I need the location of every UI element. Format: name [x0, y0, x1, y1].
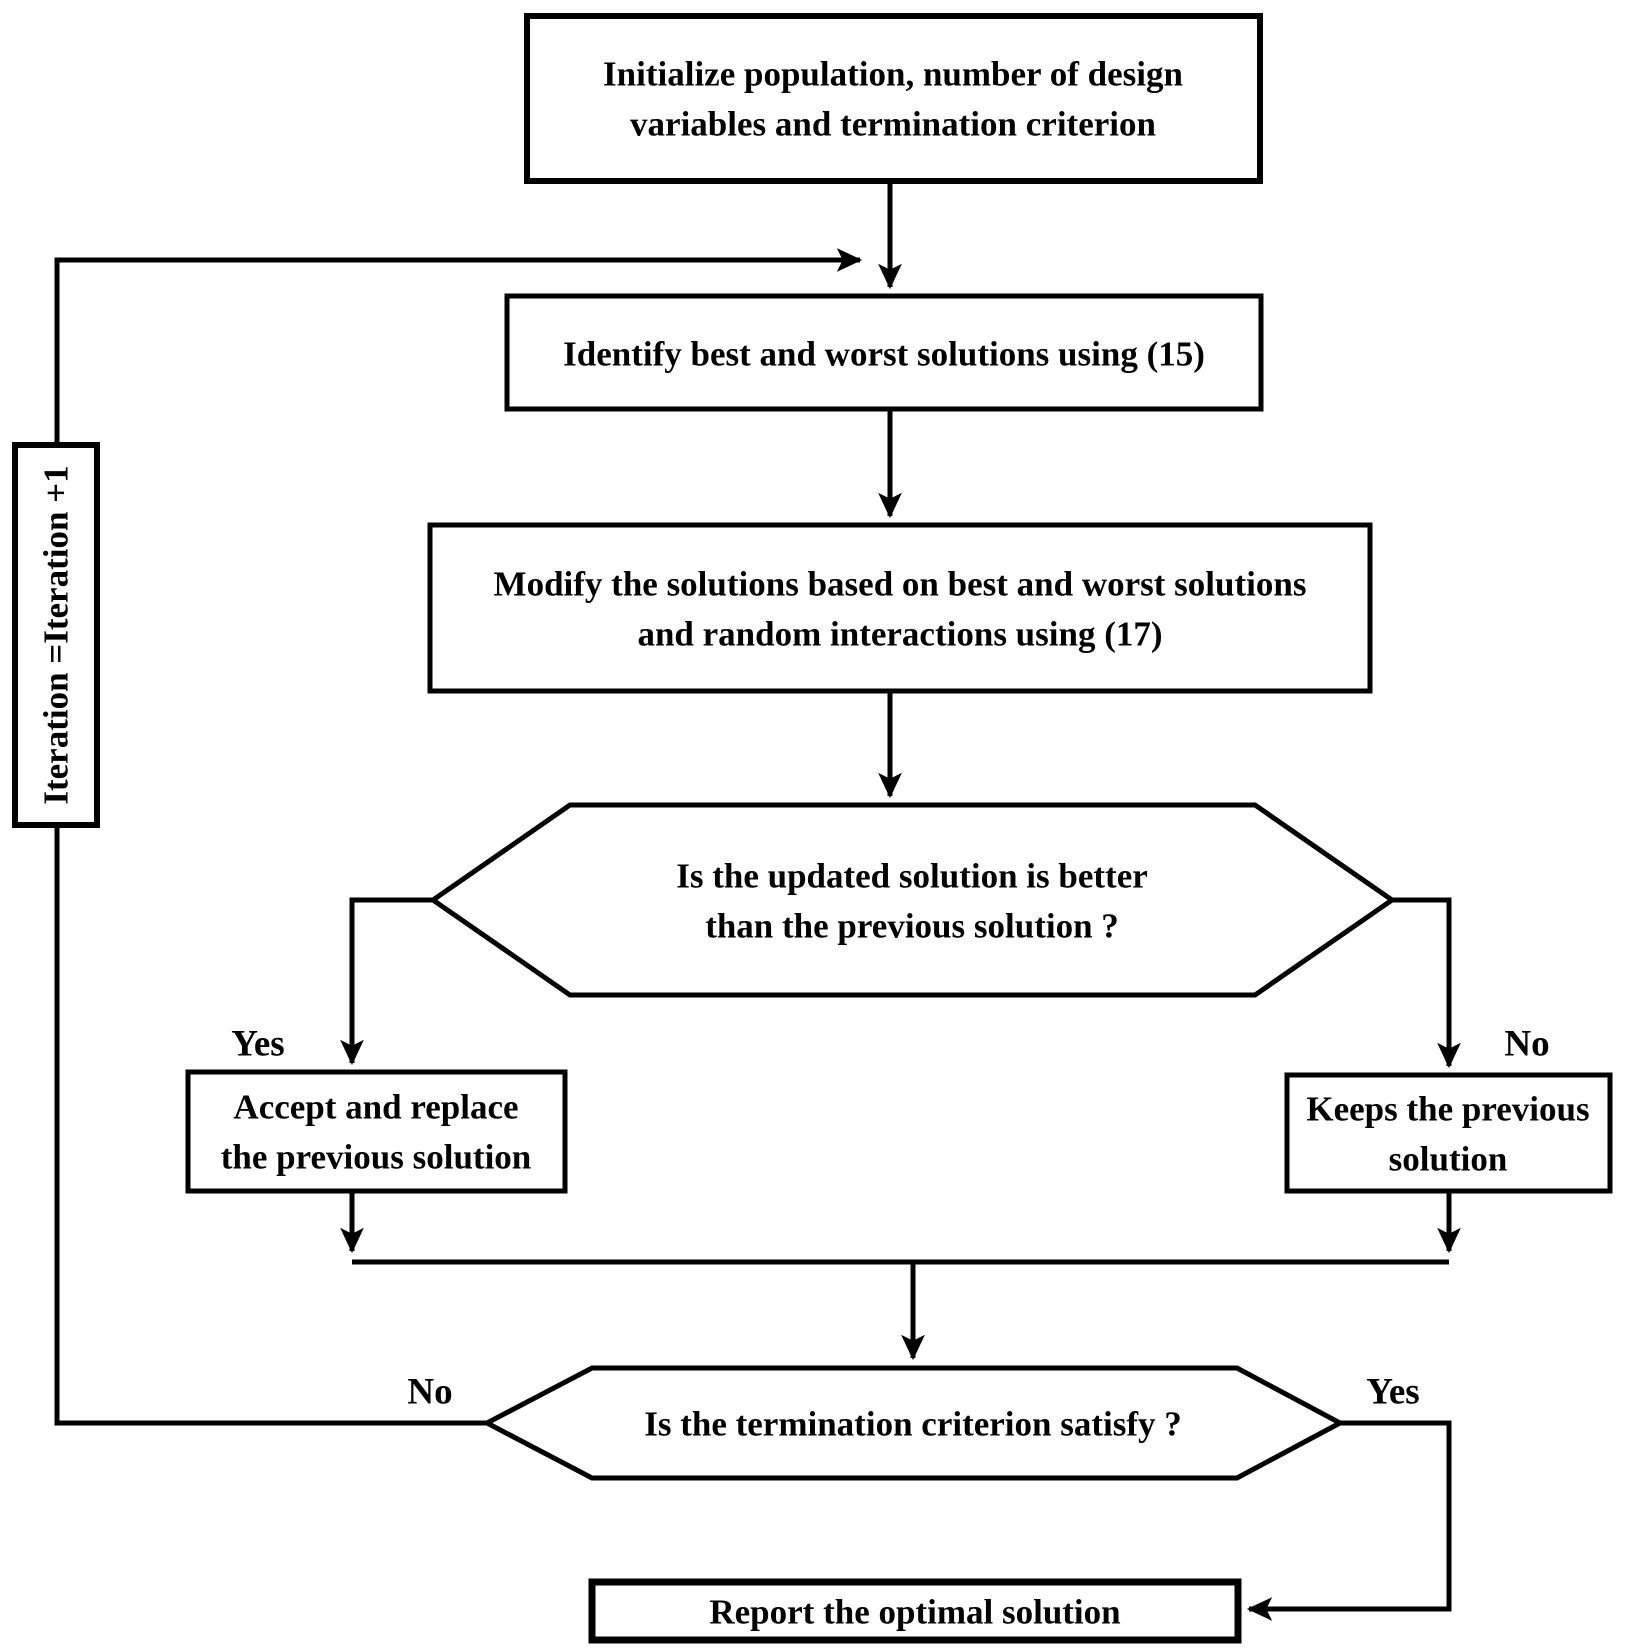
accept-label-line1: Accept and replace — [233, 1088, 518, 1127]
flow-node-keep: Keeps the previous solution — [1284, 1072, 1613, 1194]
identify-label: Identify best and worst solutions using … — [563, 335, 1205, 374]
accept-label-line2: the previous solution — [221, 1138, 532, 1177]
modify-label-line2: and random interactions using (17) — [637, 615, 1162, 654]
keep-label-line2: solution — [1389, 1140, 1508, 1179]
edge-label-better-yes: Yes — [231, 1024, 284, 1065]
edge-decision-no-to-keep — [1392, 897, 1461, 1069]
flow-node-modify: Modify the solutions based on best and w… — [427, 522, 1373, 694]
iteration-counter-label: Iteration =Iteration +1 — [37, 465, 76, 804]
decision-better-line2: than the previous solution ? — [705, 907, 1119, 946]
flow-node-accept: Accept and replace the previous solution — [185, 1069, 568, 1194]
report-label: Report the optimal solution — [709, 1593, 1120, 1632]
flow-decision-termination-criterion: Is the termination criterion satisfy ? — [481, 1365, 1346, 1481]
flow-node-report: Report the optimal solution — [588, 1578, 1242, 1644]
flow-decision-updated-solution-better: Is the updated solution is better than t… — [428, 802, 1397, 998]
decision-better-line1: Is the updated solution is better — [676, 857, 1148, 896]
keep-label-line1: Keeps the previous — [1306, 1090, 1589, 1129]
edge-label-better-no: No — [1504, 1024, 1549, 1065]
modify-label-line1: Modify the solutions based on best and w… — [494, 565, 1307, 604]
edge-label-termination-yes: Yes — [1366, 1372, 1419, 1413]
edge-label-termination-no: No — [407, 1372, 452, 1413]
flow-node-iteration-counter: Iteration =Iteration +1 — [12, 442, 100, 828]
edge-termination-yes-to-report — [1246, 1420, 1452, 1621]
edge-termination-no-loop — [54, 248, 863, 1426]
edge-decision-yes-to-accept — [340, 897, 433, 1066]
initialize-label-line1: Initialize population, number of design — [603, 55, 1183, 94]
decision-termination-label: Is the termination criterion satisfy ? — [644, 1405, 1182, 1444]
flow-node-identify: Identify best and worst solutions using … — [504, 293, 1264, 412]
initialize-label-line2: variables and termination criterion — [630, 105, 1156, 144]
flow-node-initialize: Initialize population, number of design … — [524, 13, 1263, 184]
